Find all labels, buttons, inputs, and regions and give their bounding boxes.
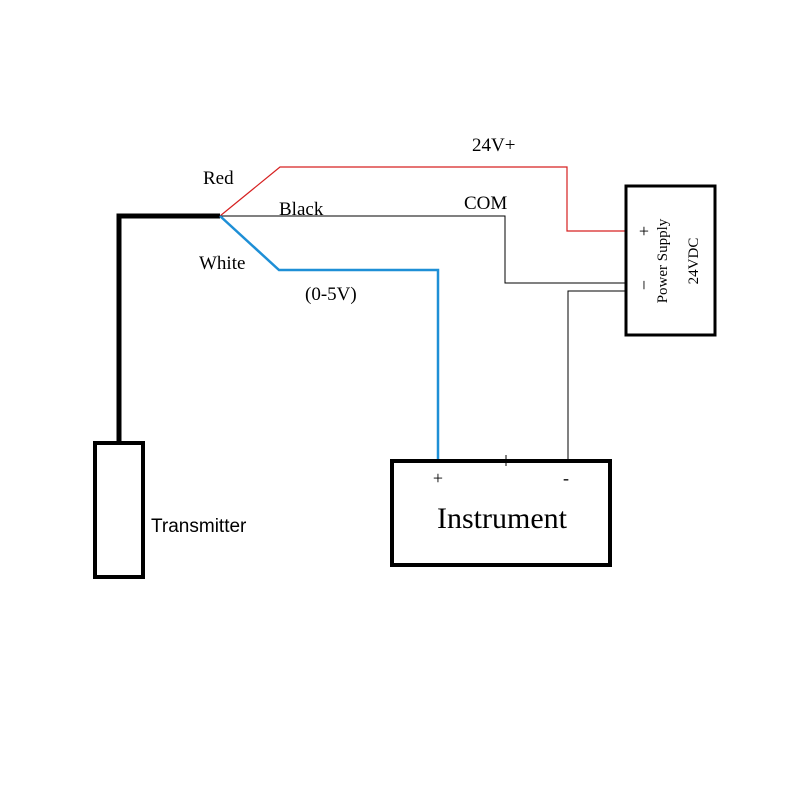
instrument-minus: -	[563, 468, 569, 488]
red-wire	[219, 166, 626, 232]
black-wire	[220, 215, 626, 284]
transmitter-label: Transmitter	[151, 516, 247, 537]
common-label: COM	[464, 193, 507, 214]
signal-wire	[219, 215, 440, 461]
signal-range-label: (0-5V)	[305, 284, 357, 305]
red-wire-label: Red	[203, 168, 234, 189]
power-supply-title: Power Supply	[655, 218, 671, 303]
instrument-title: Instrument	[437, 502, 568, 535]
power-supply-plus: +	[639, 221, 649, 241]
common-return-wire	[567, 290, 626, 461]
transmitter-cable	[116, 213, 220, 443]
power-supply-box	[624, 184, 717, 337]
power-supply-voltage: 24VDC	[686, 238, 702, 285]
instrument-box	[390, 459, 612, 567]
power-supply-minus: −	[634, 280, 654, 290]
transmitter-body	[93, 441, 145, 579]
white-wire-label: White	[199, 253, 245, 274]
black-wire-label: Black	[279, 199, 324, 220]
instrument-plus: +	[433, 468, 443, 488]
supply-positive-label: 24V+	[472, 135, 515, 156]
